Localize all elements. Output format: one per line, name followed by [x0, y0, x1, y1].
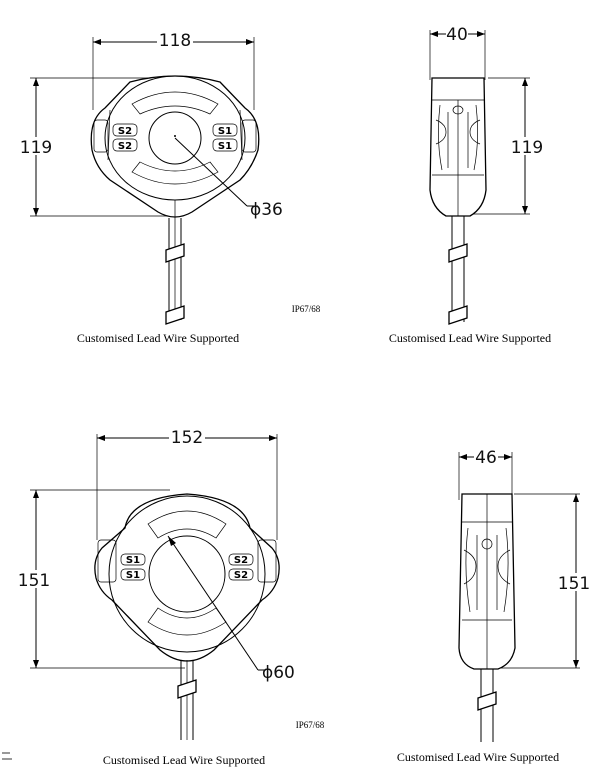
bottom-front-left-tag-2: S1	[126, 570, 140, 581]
top-front-height-dim: 119	[20, 138, 52, 158]
top-side-width-dim: 40	[446, 25, 468, 45]
top-side-lead-wire	[448, 216, 468, 325]
bottom-front-rating: IP67/68	[296, 720, 325, 730]
bottom-front-lead-wire	[177, 660, 197, 740]
top-front-left-tag-1: S2	[118, 126, 132, 137]
top-front-left-tag-2: S2	[118, 141, 132, 152]
bottom-front-left-tag-1: S1	[126, 555, 140, 566]
bottom-front-view: 152 151 ϕ60 S1 S1 S2 S2 IP67/	[12, 428, 325, 767]
bottom-front-caption: Customised Lead Wire Supported	[103, 753, 265, 767]
top-front-right-tag-2: S1	[218, 141, 232, 152]
bottom-front-right-tag-1: S2	[234, 555, 248, 566]
top-front-view: 118 119 ϕ36 S2 S2 S1 S1	[14, 30, 321, 345]
corner-marks	[2, 752, 12, 760]
bottom-side-height-dim: 151	[558, 574, 590, 594]
bottom-side-width-dim: 46	[475, 448, 497, 468]
top-side-caption: Customised Lead Wire Supported	[389, 331, 551, 345]
bottom-front-width-dim: 152	[171, 428, 203, 448]
bottom-front-hole-dim: ϕ60	[262, 663, 295, 683]
top-front-rating: IP67/68	[292, 304, 321, 314]
bottom-front-right-tag-2: S2	[234, 570, 248, 581]
bottom-front-height-dim: 151	[18, 571, 50, 591]
top-side-height-dim: 119	[511, 138, 543, 158]
top-front-right-tag-1: S1	[218, 126, 232, 137]
top-front-hole-dim: ϕ36	[250, 200, 283, 220]
bottom-side-lead-wire	[477, 669, 497, 742]
top-front-width-dim: 118	[159, 31, 191, 51]
top-front-caption: Customised Lead Wire Supported	[77, 331, 239, 345]
bottom-side-view: 46 151 Customised Lead Wire Supported	[397, 448, 594, 764]
bottom-side-caption: Customised Lead Wire Supported	[397, 750, 559, 764]
top-front-lead-wire	[165, 200, 185, 325]
top-side-view: 40 119 Customised Lead Wire Supported	[389, 25, 551, 345]
